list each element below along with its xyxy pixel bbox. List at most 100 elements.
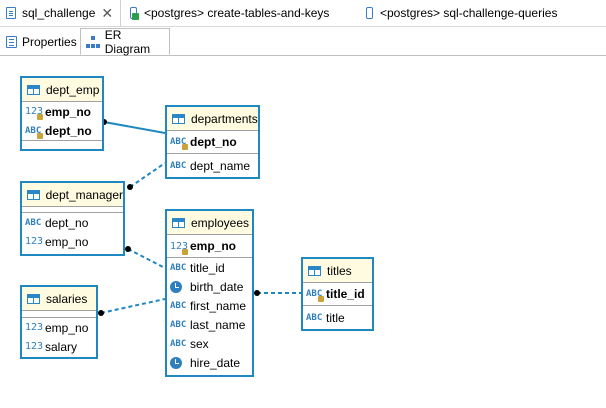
column-name: emp_no	[45, 104, 92, 119]
editor-tab-bar: sql_challenge ✕ <postgres> create-tables…	[0, 0, 606, 27]
column-name: first_name	[190, 298, 247, 313]
number-type-icon: 123	[25, 106, 43, 120]
table-icon	[27, 293, 40, 304]
entity-header: dept_manager	[22, 183, 123, 207]
link-endpoint	[98, 310, 104, 316]
column-name: title_id	[190, 260, 225, 275]
table-icon	[172, 217, 185, 228]
tab-er-diagram[interactable]: ER Diagram	[80, 27, 170, 56]
entity-header: dept_emp	[22, 78, 102, 102]
column-row[interactable]: hire_date	[167, 353, 252, 372]
link-endpoint	[125, 246, 131, 252]
column-name: emp_no	[190, 239, 237, 253]
link-endpoint	[127, 184, 133, 190]
key-columns	[22, 207, 123, 213]
string-type-icon: ABC	[170, 262, 187, 273]
tab-label: sql_challenge	[22, 6, 96, 20]
string-type-icon: ABC	[170, 319, 187, 330]
string-type-icon: ABC	[170, 338, 187, 349]
tab-label: <postgres> sql-challenge-queries	[380, 6, 558, 20]
check-icon	[132, 12, 139, 20]
sub-tab-bar: Properties ER Diagram	[0, 27, 606, 56]
column-name: title_id	[326, 287, 365, 301]
column-name: salary	[45, 339, 78, 354]
entity-title: dept_manager	[45, 187, 123, 202]
string-type-icon: ABC	[170, 160, 187, 171]
er-diagram-icon	[86, 35, 100, 48]
column-name: emp_no	[45, 320, 89, 335]
tab-label: Properties	[22, 34, 77, 49]
entity-header: employees	[167, 211, 252, 235]
number-type-icon: 123	[25, 322, 44, 333]
entity-header: titles	[303, 259, 372, 283]
column-name: dept_no	[45, 215, 89, 230]
clock-icon	[170, 280, 182, 293]
column-name: dept_no	[190, 135, 237, 149]
link-dept-emp-departments	[103, 121, 166, 134]
table-icon	[27, 84, 40, 95]
link-dept-manager-employees	[127, 248, 166, 269]
entity-title: employees	[191, 215, 250, 230]
column-name: sex	[190, 336, 209, 351]
entity-title: titles	[327, 263, 352, 278]
relationship-links	[98, 119, 301, 316]
number-type-icon: 123	[25, 341, 44, 352]
entity-header: departments	[167, 107, 258, 131]
column-row[interactable]: birth_date	[167, 277, 252, 296]
tab-sql-challenge-queries[interactable]: <postgres> sql-challenge-queries	[358, 0, 557, 26]
column-name: last_name	[190, 317, 246, 332]
string-type-icon: ABC	[170, 300, 187, 311]
column-name: dept_name	[190, 158, 251, 173]
column-name: hire_date	[190, 355, 241, 370]
number-type-icon: 123	[170, 241, 188, 255]
tab-label: <postgres> create-tables-and-keys	[144, 6, 330, 20]
tab-properties[interactable]: Properties	[0, 28, 80, 55]
database-icon	[6, 7, 16, 19]
string-type-icon: ABC	[25, 126, 43, 139]
tab-sql-challenge[interactable]: sql_challenge ✕	[0, 0, 121, 26]
column-name: birth_date	[190, 279, 244, 294]
entity-title: dept_emp	[46, 82, 100, 97]
table-icon	[172, 113, 185, 124]
string-type-icon: ABC	[170, 137, 188, 150]
column-name: title	[326, 310, 345, 325]
entity-header: salaries	[22, 287, 96, 311]
link-endpoint	[254, 290, 260, 296]
number-type-icon: 123	[25, 236, 44, 247]
string-type-icon: ABC	[306, 289, 324, 302]
tab-create-tables-and-keys[interactable]: <postgres> create-tables-and-keys	[122, 0, 329, 26]
close-icon[interactable]: ✕	[101, 5, 114, 21]
table-icon	[308, 265, 321, 276]
tab-label: ER Diagram	[104, 27, 151, 56]
link-salaries-employees	[100, 298, 166, 314]
sql-script-icon	[364, 6, 374, 20]
entity-title: salaries	[46, 291, 88, 306]
sql-script-icon	[128, 6, 139, 20]
